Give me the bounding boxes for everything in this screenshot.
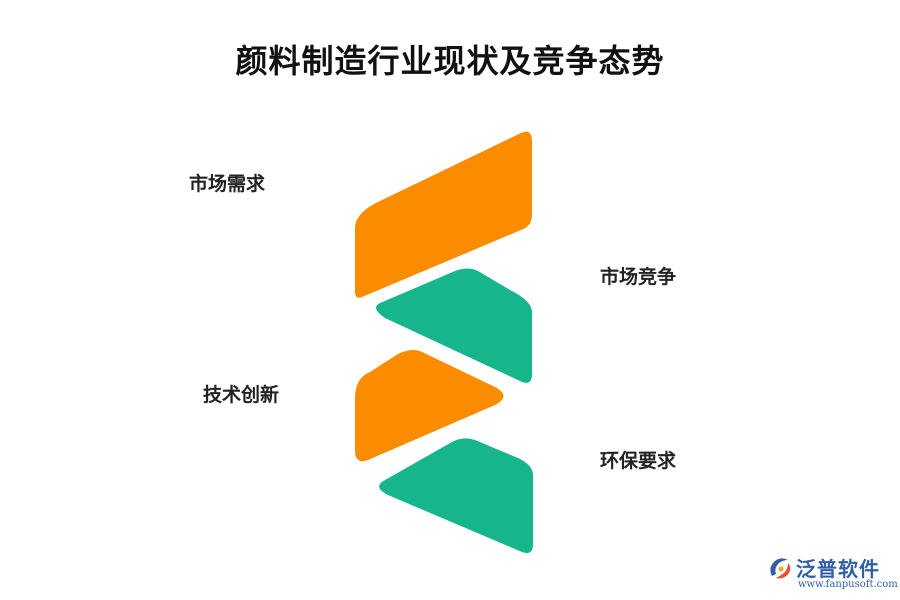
shape-environmental: [379, 438, 533, 553]
shape-market-competition: [376, 268, 532, 383]
brand-url: www.fanpusoft.com: [798, 579, 898, 590]
page-title: 颜料制造行业现状及竞争态势: [235, 42, 665, 80]
label-environmental: 环保要求: [600, 450, 677, 472]
brand-name: 泛普软件: [796, 557, 880, 581]
shape-market-demand: [355, 131, 532, 298]
brand-logo: 泛普软件 www.fanpusoft.com: [766, 552, 898, 596]
shape-tech-innovation: [355, 350, 504, 462]
label-market-competition: 市场竞争: [600, 266, 677, 288]
fanpu-logo-icon: [770, 558, 791, 579]
label-market-demand: 市场需求: [189, 173, 266, 195]
label-tech-innovation: 技术创新: [203, 384, 280, 406]
